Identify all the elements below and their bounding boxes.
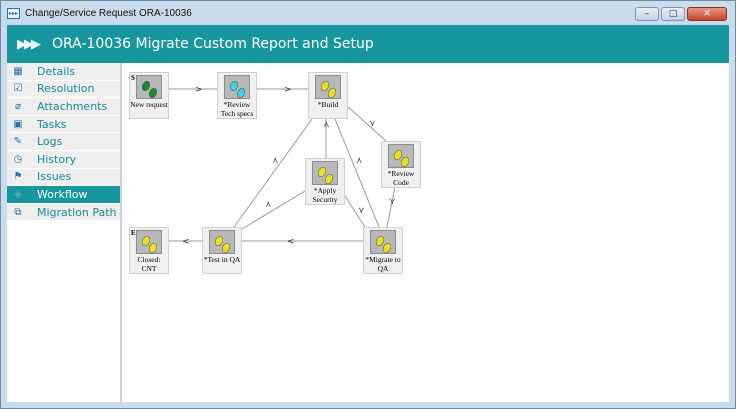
edge-build-to-test-qa <box>233 118 313 228</box>
footsteps-icon <box>315 75 341 99</box>
sidebar-item-workflow[interactable]: ◈ Workflow <box>7 186 120 204</box>
flag-icon: ⚑ <box>13 171 23 183</box>
sidebar-item-resolution[interactable]: ☑ Resolution <box>7 80 120 99</box>
sidebar-item-label: Details <box>37 64 76 78</box>
node-label: New request <box>130 100 168 109</box>
edge-review-code-migrate <box>386 186 396 228</box>
workflow-node-rc[interactable]: *Review Code <box>381 141 421 188</box>
node-label: *Apply Security <box>312 186 338 204</box>
workflow-edges: > > < < ⋏ ⋏ ⋏ ⋏ ⋎ ⋎ ⋎ <box>169 85 396 247</box>
sidebar-item-label: Workflow <box>37 187 88 201</box>
minimize-button[interactable]: – <box>635 7 659 21</box>
edge-build-review-code <box>346 105 387 142</box>
maximize-button[interactable]: □ <box>661 7 685 21</box>
edge-build-to-migrate <box>334 118 380 228</box>
title-bar: ▸▸▸ Change/Service Request ORA-10036 – □… <box>1 1 735 25</box>
page-title: ORA-10036 Migrate Custom Report and Setu… <box>52 36 374 52</box>
close-button[interactable]: ✕ <box>687 7 727 21</box>
sidebar-item-attachments[interactable]: ⌀ Attachments <box>7 98 120 116</box>
edge-security-to-test-qa <box>241 190 306 230</box>
sidebar-item-label: Issues <box>37 170 72 184</box>
node-label: *Review Code <box>387 169 415 187</box>
paperclip-icon: ⌀ <box>14 100 22 112</box>
resolution-icon: ☑ <box>13 83 23 95</box>
footsteps-icon <box>136 75 162 99</box>
edge-security-migrate <box>344 195 366 228</box>
footsteps-icon <box>388 144 414 168</box>
footsteps-icon <box>224 75 250 99</box>
workflow-icon: ◈ <box>14 188 22 200</box>
arrow-icon: < <box>182 237 190 247</box>
workflow-node-new[interactable]: S New request <box>129 72 169 119</box>
sidebar-item-label: Attachments <box>37 99 108 113</box>
log-icon: ✎ <box>13 136 23 148</box>
sidebar-item-label: Resolution <box>37 82 95 96</box>
arrow-icon: > <box>284 85 292 95</box>
arrow-icon: ⋎ <box>389 197 396 207</box>
workflow-node-qa[interactable]: *Test in QA <box>202 227 242 274</box>
arrow-icon: ⋏ <box>265 200 272 210</box>
footsteps-icon <box>136 230 162 254</box>
migration-icon: ⧉ <box>14 206 22 218</box>
page-header: ▶▶▶ ORA-10036 Migrate Custom Report and … <box>7 25 729 63</box>
arrow-icon: ⋎ <box>369 119 376 129</box>
app-icon: ▸▸▸ <box>7 7 20 19</box>
footsteps-icon <box>209 230 235 254</box>
sidebar-item-tasks[interactable]: ▣ Tasks <box>7 115 120 134</box>
chevrons-icon: ▶▶▶ <box>17 36 41 52</box>
footsteps-icon <box>312 161 338 185</box>
node-label: *Test in QA <box>203 255 241 264</box>
sidebar-item-migration-path[interactable]: ⧉ Migration Path <box>7 203 120 222</box>
sidebar-item-label: Migration Path <box>37 205 117 219</box>
workflow-node-sec[interactable]: *Apply Security <box>305 158 345 205</box>
sidebar-item-details[interactable]: ▦ Details <box>7 63 120 81</box>
arrow-icon: < <box>287 237 295 247</box>
sidebar-item-label: Tasks <box>37 117 67 131</box>
arrow-icon: ⋏ <box>323 120 330 130</box>
arrow-icon: ⋏ <box>356 156 363 166</box>
node-label: Closed: CNT <box>137 255 161 273</box>
window-title: Change/Service Request ORA-10036 <box>25 7 192 19</box>
sidebar-item-logs[interactable]: ✎ Logs <box>7 133 120 151</box>
node-marker: S <box>131 74 135 82</box>
clock-icon: ◷ <box>13 153 23 165</box>
workflow-node-closed[interactable]: E Closed: CNT <box>129 227 169 274</box>
sidebar-item-label: History <box>37 152 77 166</box>
node-label: *Migrate to QA <box>365 255 401 273</box>
arrow-icon: ⋏ <box>272 156 279 166</box>
footsteps-icon <box>370 230 396 254</box>
details-icon: ▦ <box>13 65 23 77</box>
sidebar-item-issues[interactable]: ⚑ Issues <box>7 168 120 187</box>
arrow-icon: > <box>195 85 203 95</box>
sidebar-item-label: Logs <box>37 135 63 149</box>
sidebar: ▦ Details ☑ Resolution ⌀ Attachments ▣ Tasks ✎ Lo… <box>7 63 120 402</box>
workflow-node-build[interactable]: *Build <box>308 72 348 119</box>
arrow-icon: ⋎ <box>358 206 365 216</box>
workflow-node-mig[interactable]: *Migrate to QA <box>363 227 403 274</box>
workflow-canvas: > > < < ⋏ ⋏ ⋏ ⋏ ⋎ ⋎ ⋎ S New request *Rev… <box>121 63 729 402</box>
workflow-node-rts[interactable]: *Review Tech specs <box>217 72 257 119</box>
node-label: *Build <box>317 100 339 109</box>
node-marker: E <box>131 229 136 237</box>
sidebar-item-history[interactable]: ◷ History <box>7 150 120 169</box>
node-label: *Review Tech specs <box>220 100 254 118</box>
clipboard-icon: ▣ <box>13 118 23 130</box>
